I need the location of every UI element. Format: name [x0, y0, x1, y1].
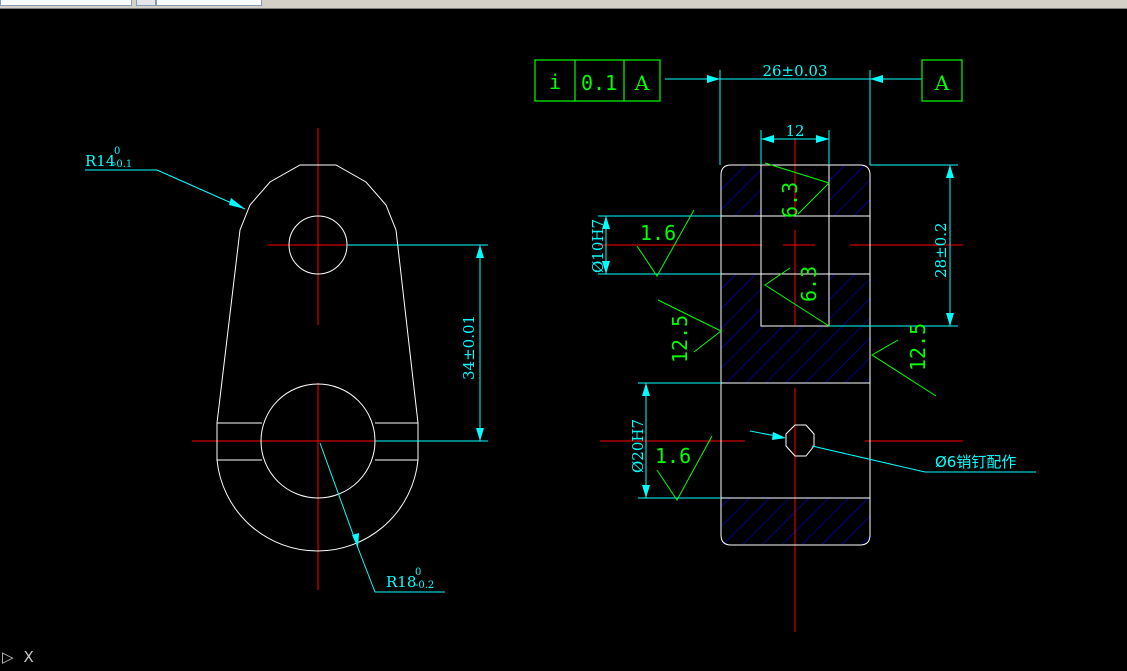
bore-large-dim: Ø20H7 [629, 419, 647, 473]
command-input-field[interactable] [0, 0, 132, 6]
roughness-bore-small [636, 209, 695, 277]
fcf-symbol: i [549, 70, 561, 94]
right-outline [720, 164, 871, 546]
left-arrows [229, 198, 484, 548]
right-dimensions [598, 70, 1036, 499]
datum-box [921, 59, 963, 102]
section-hatching [721, 165, 870, 544]
roughness-slot-top-value: 6.3 [778, 182, 802, 218]
height-dim: 28±0.2 [932, 222, 950, 278]
layer-dropdown[interactable] [156, 0, 262, 6]
ucs-x-label: X [23, 648, 34, 666]
slot-dim: 12 [785, 122, 804, 140]
left-dim-text: R14 0 -0.1 R18 0 -0.2 34±0.01 [85, 146, 478, 591]
right-centerlines [598, 138, 963, 632]
roughness-bore-large [656, 435, 713, 501]
radius-large-upper: 0 [415, 567, 421, 578]
radius-small-upper: 0 [114, 146, 120, 157]
roughness-bore-small-value: 1.6 [640, 221, 676, 245]
right-view: i 0.1 A A 26±0.03 12 28±0.2 Ø10H7 Ø20H7 … [534, 59, 1036, 632]
datum-label: A [934, 71, 950, 95]
pin-hole [785, 424, 815, 457]
center-distance-label: 34±0.01 [460, 315, 478, 380]
roughness-slot-bottom-value: 6.3 [797, 266, 821, 302]
radius-small-label: R14 [85, 152, 115, 170]
ucs-arrow-icon: ▷ [2, 648, 14, 666]
roughness-bore-large-value: 1.6 [655, 444, 691, 468]
roughness-slot-top [764, 162, 830, 215]
right-arrows [602, 75, 954, 498]
roughness-slot-bottom [764, 267, 830, 327]
toolbar-button[interactable] [136, 0, 156, 6]
left-centerlines [192, 128, 443, 590]
feature-control-frame: i 0.1 A A [534, 59, 963, 102]
roughness-right-value: 12.5 [906, 323, 930, 371]
roughness-values: 6.3 6.3 1.6 1.6 12.5 12.5 [640, 182, 930, 468]
bore-small-dim: Ø10H7 [589, 219, 607, 273]
right-dim-text: 26±0.03 12 28±0.2 Ø10H7 Ø20H7 Ø6销钉配作 [589, 62, 1016, 473]
left-dimensions [85, 169, 488, 593]
width-dim: 26±0.03 [762, 62, 827, 80]
left-view: R14 0 -0.1 R18 0 -0.2 34±0.01 [85, 128, 488, 593]
radius-small-lower: -0.1 [113, 159, 132, 170]
ucs-icon: ▷X [2, 648, 34, 666]
roughness-symbols [636, 162, 937, 501]
roughness-left [657, 299, 722, 353]
top-toolbar [0, 0, 1127, 9]
radius-large-label: R18 [386, 573, 416, 591]
fcf-tolerance: 0.1 [581, 71, 617, 95]
drawing-canvas[interactable]: R14 0 -0.1 R18 0 -0.2 34±0.01 [0, 9, 1127, 671]
radius-large-lower: -0.2 [415, 580, 434, 591]
roughness-left-value: 12.5 [668, 315, 692, 363]
roughness-right [871, 339, 937, 397]
fcf-datum: A [634, 71, 650, 95]
pin-note: Ø6销钉配作 [935, 453, 1016, 471]
